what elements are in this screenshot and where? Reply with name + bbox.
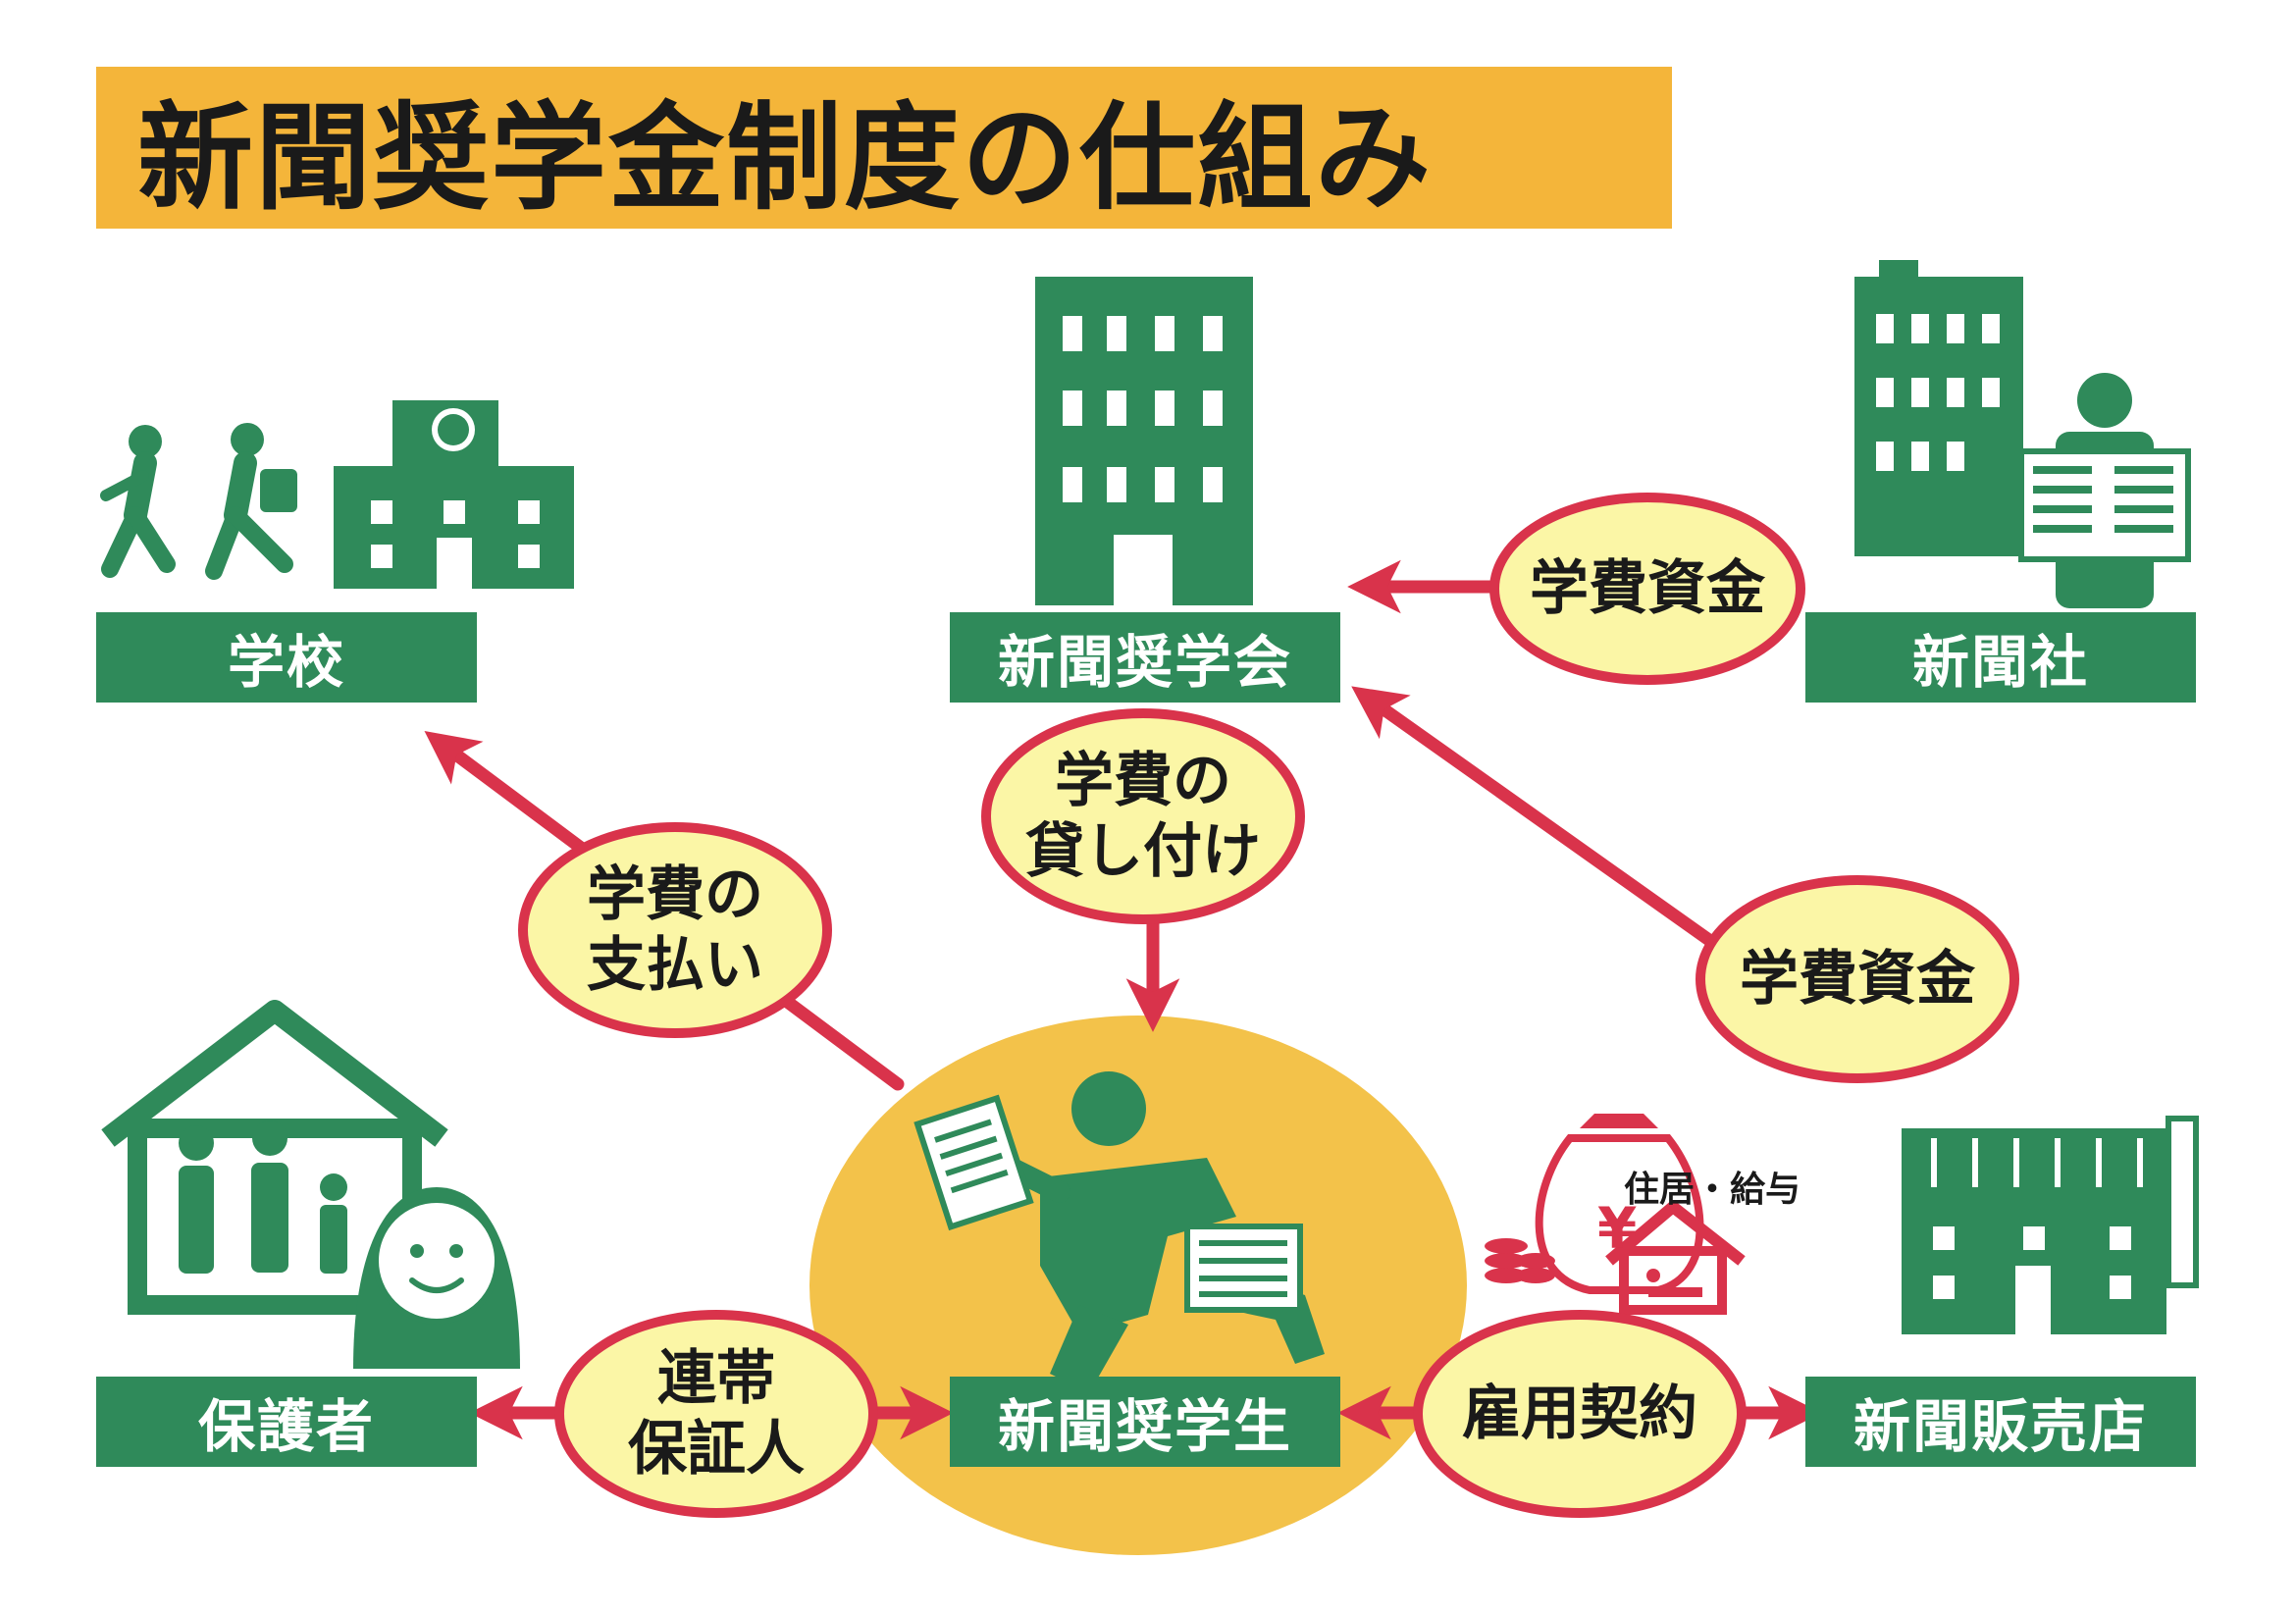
node-school: 学校 — [96, 612, 477, 703]
bubble-tuition-funds-right: 学費資金 — [1696, 875, 2019, 1083]
node-newspaper-company: 新聞社 — [1805, 612, 2196, 703]
store-building-icon — [1902, 1116, 2199, 1334]
arrow-store-to-foundation — [1351, 686, 1744, 966]
foundation-building-icon — [1035, 277, 1253, 605]
housing-icon — [1605, 1201, 1746, 1315]
bubble-tuition-funds-top: 学費資金 — [1489, 493, 1805, 685]
newspaper-company-icon — [1854, 260, 2191, 608]
school-icon — [334, 400, 574, 589]
newspaper-runner-icon — [913, 1071, 1325, 1393]
node-store: 新聞販売店 — [1805, 1377, 2196, 1467]
yen-symbol: ¥ — [1597, 1195, 1638, 1262]
node-guardian: 保護者 — [96, 1377, 477, 1467]
bubble-tuition-payment: 学費の 支払い — [518, 822, 832, 1038]
children-walking-icon — [100, 423, 297, 580]
bubble-tuition-loan: 学費の 貸し付け — [981, 708, 1305, 924]
title-banner: 新聞奨学金制度の仕組み — [96, 67, 1672, 229]
caption-housing-salary: 住居・給与 — [1624, 1170, 1801, 1210]
bubble-joint-guarantor: 連帯 保証人 — [554, 1310, 878, 1518]
page-title: 新聞奨学金制度の仕組み — [137, 90, 1434, 226]
guardian-house-icon — [101, 1000, 520, 1369]
node-foundation: 新聞奨学会 — [950, 612, 1340, 703]
node-student: 新聞奨学生 — [950, 1377, 1340, 1467]
bubble-employment-contract: 雇用契約 — [1413, 1310, 1747, 1518]
